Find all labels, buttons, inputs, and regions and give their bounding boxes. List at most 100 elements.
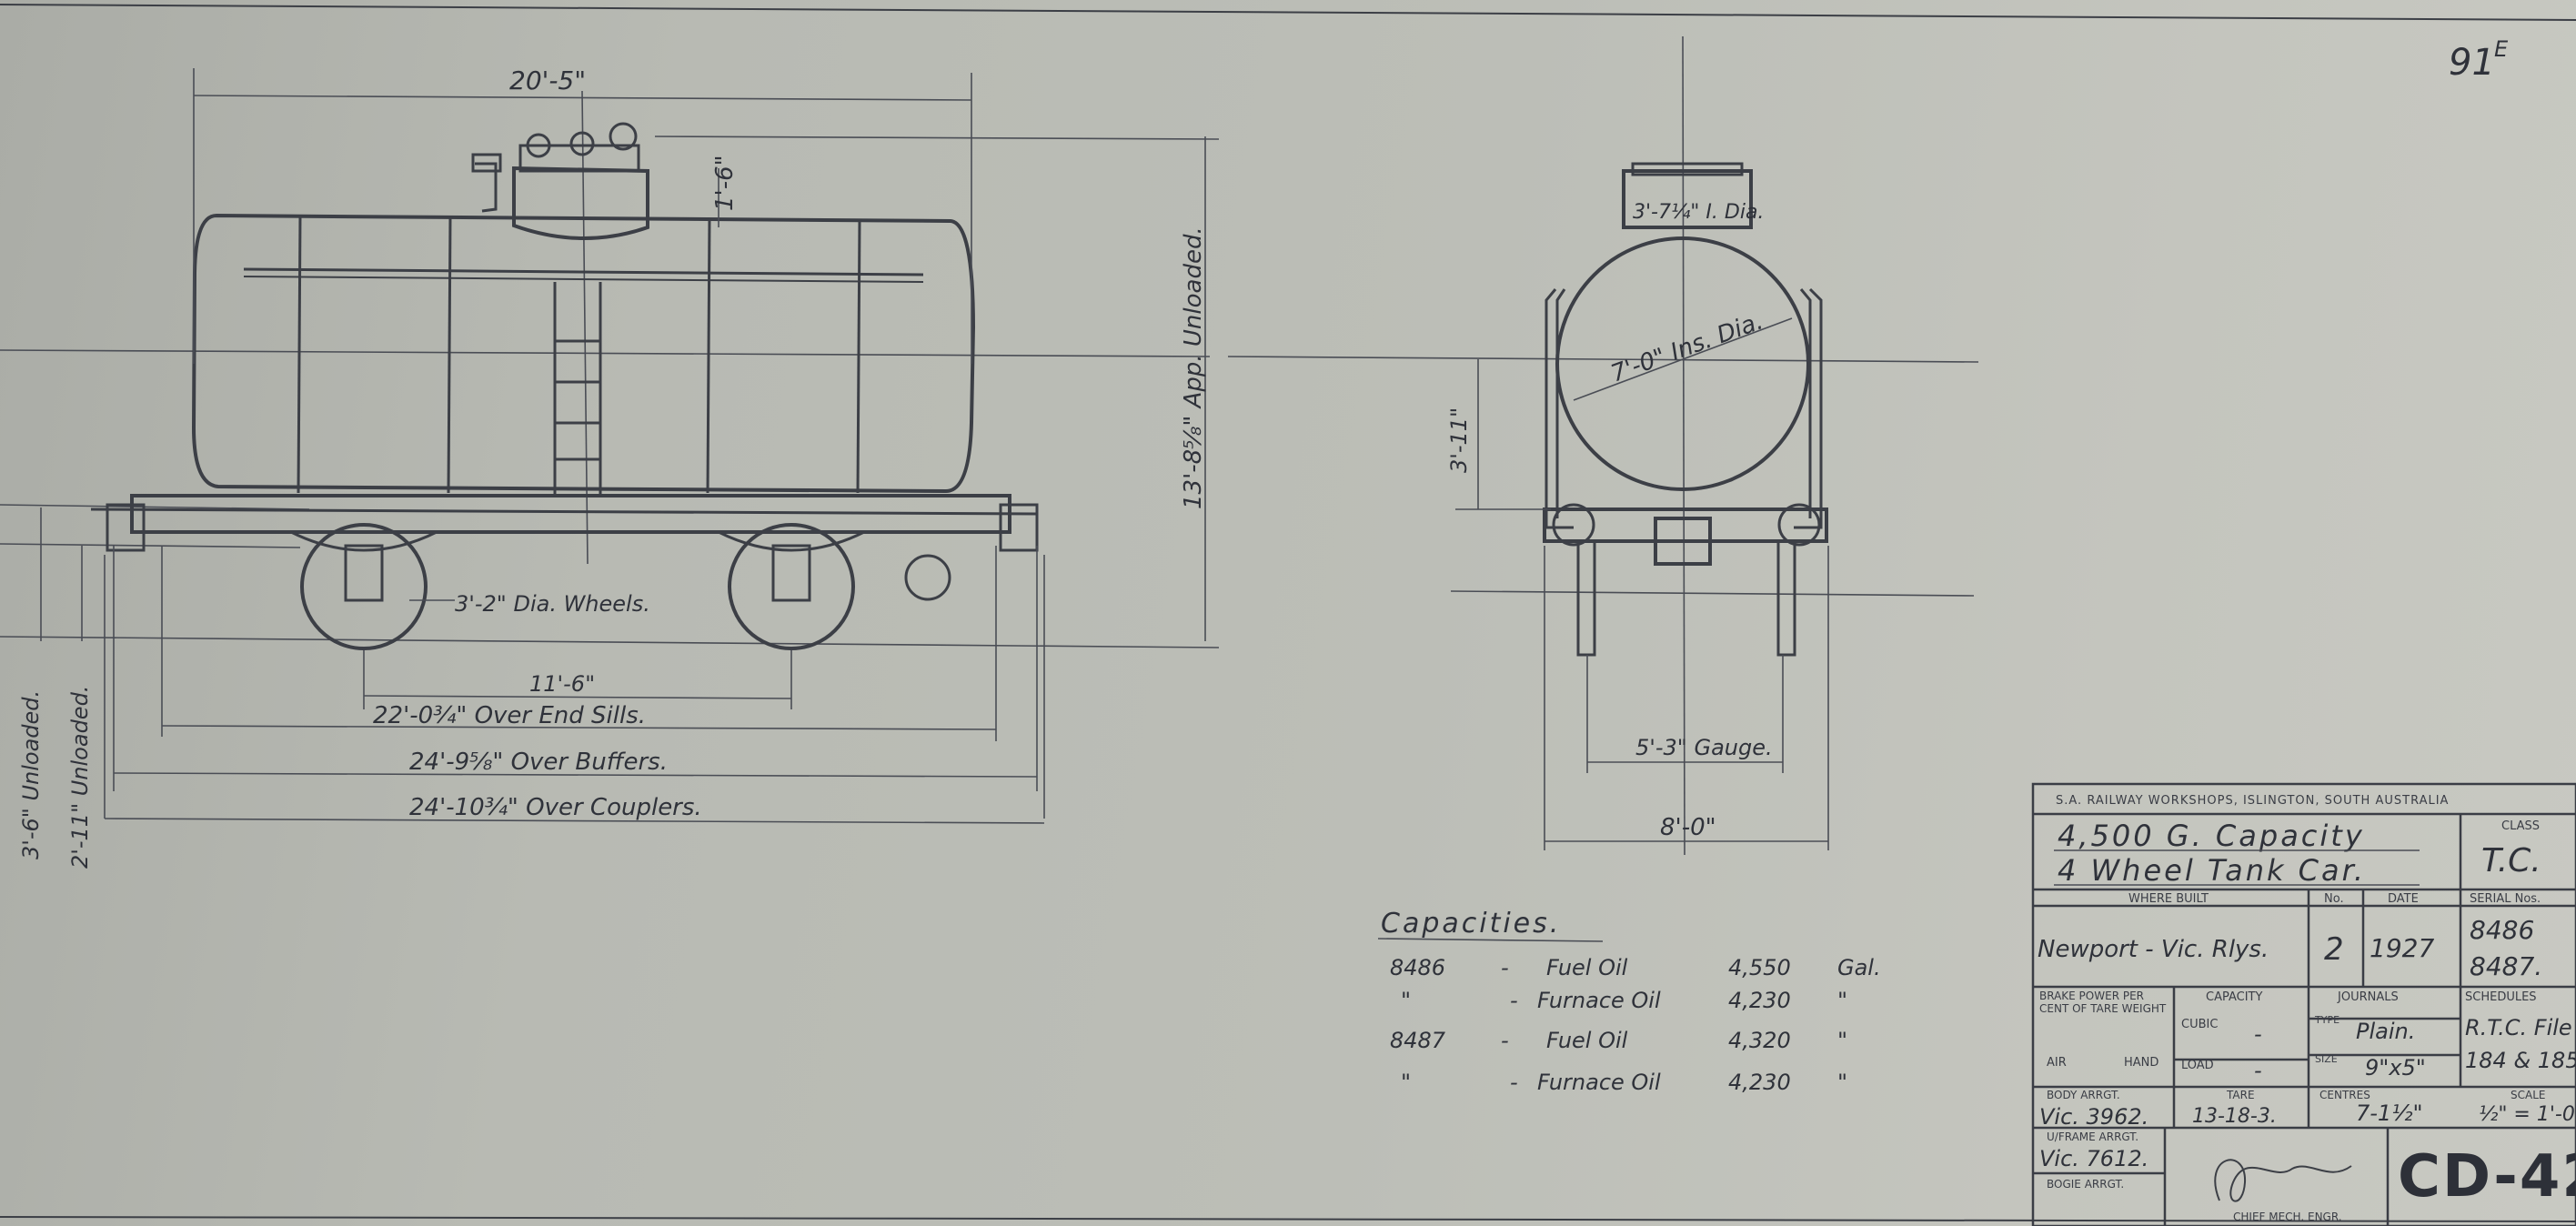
overall-height-dim: 13'-8⅝" App. Unloaded. xyxy=(1180,226,1207,509)
dome-height-dim: 1'-6" xyxy=(711,155,739,211)
capacity-row: 8487 - Fuel Oil 4,320 " xyxy=(1390,1028,1847,1053)
buffers-dim: 24'-9⅝" Over Buffers. xyxy=(409,749,668,776)
sheet-suffix: E xyxy=(2494,36,2509,62)
air-label: AIR xyxy=(2047,1056,2067,1070)
brake-power-label: BRAKE POWER PER CENT OF TARE WEIGHT xyxy=(2039,990,2167,1015)
right-buffer xyxy=(999,503,1039,552)
svg-text:Fuel Oil: Fuel Oil xyxy=(1546,955,1628,980)
svg-text:8486: 8486 xyxy=(1390,955,1445,980)
svg-text:-: - xyxy=(1501,955,1509,980)
ladder xyxy=(553,282,602,496)
end-buffer-beam xyxy=(1543,507,1828,543)
svg-text:-: - xyxy=(1501,1028,1509,1053)
end-sills-dim: 22'-0¾" Over End Sills. xyxy=(373,702,646,729)
schedule-2: 184 & 185. xyxy=(2465,1048,2576,1073)
schedules-label: SCHEDULES xyxy=(2465,990,2537,1004)
title-block: S.A. RAILWAY WORKSHOPS, ISLINGTON, SOUTH… xyxy=(2031,782,2576,1226)
rail-line xyxy=(0,636,1220,648)
build-date: 1927 xyxy=(2370,933,2434,963)
type-label: TYPE xyxy=(2314,1014,2340,1026)
vertical-centreline xyxy=(581,90,589,565)
where-built: Newport - Vic. Rlys. xyxy=(2038,936,2269,963)
left-wheel xyxy=(300,523,428,650)
where-built-label: WHERE BUILT xyxy=(2128,892,2209,906)
scale-label: SCALE xyxy=(2511,1089,2545,1101)
capacity-row: " - Furnace Oil 4,230 " xyxy=(1401,1070,1847,1095)
end-dome xyxy=(1622,169,1753,229)
tare-value: 13-18-3. xyxy=(2192,1105,2277,1128)
capacity-label: CAPACITY xyxy=(2206,990,2262,1004)
svg-text:4,550: 4,550 xyxy=(1728,955,1791,980)
svg-text:4,230: 4,230 xyxy=(1728,988,1791,1013)
drawing-number: CD-422 xyxy=(2398,1143,2576,1211)
journal-type: Plain. xyxy=(2356,1019,2415,1044)
centres-value: 7-1½" xyxy=(2356,1100,2423,1126)
load-value: - xyxy=(2254,1058,2262,1083)
dome-dia-dim: 3'-7¼" I. Dia. xyxy=(1633,201,1764,224)
wheelbase-dim: 11'-6" xyxy=(529,671,595,697)
svg-text:4,320: 4,320 xyxy=(1728,1028,1791,1053)
journals-label: JOURNALS xyxy=(2337,990,2399,1004)
tank-bands xyxy=(297,214,861,494)
coupler-height-line xyxy=(0,543,301,548)
svg-text:": " xyxy=(1401,1070,1411,1095)
left-buffer xyxy=(106,503,146,552)
couplers-dim: 24'-10¾" Over Couplers. xyxy=(409,794,702,821)
end-height-dim: 3'-11" xyxy=(1446,407,1472,473)
svg-text:Gal.: Gal. xyxy=(1837,955,1881,980)
uframe-label: U/FRAME ARRGT. xyxy=(2047,1131,2138,1143)
uframe-value: Vic. 7612. xyxy=(2039,1146,2148,1171)
tank-centreline xyxy=(0,349,1211,357)
svg-text:": " xyxy=(1837,988,1847,1013)
capacities-heading: Capacities. xyxy=(1381,908,1561,940)
serial-label: SERIAL Nos. xyxy=(2470,892,2541,906)
svg-text:Furnace Oil: Furnace Oil xyxy=(1537,988,1661,1013)
chief-engineer-signature xyxy=(2214,1159,2352,1202)
gauge-dim: 5'-3" Gauge. xyxy=(1635,735,1773,760)
svg-text:": " xyxy=(1837,1028,1847,1053)
dome xyxy=(512,166,649,240)
coupler-height-dim: 2'-11" Unloaded. xyxy=(67,686,93,869)
buffer-height-dim: 3'-6" Unloaded. xyxy=(18,690,44,859)
end-view: 3'-7¼" I. Dia. 7'-0" Ins. Dia. 3'-11" 5'… xyxy=(1227,35,1979,856)
svg-text:-: - xyxy=(1510,988,1518,1013)
body-arrgt-label: BODY ARRGT. xyxy=(2047,1089,2120,1101)
tank-dia-dim: 7'-0" Ins. Dia. xyxy=(1607,307,1766,387)
svg-text:Fuel Oil: Fuel Oil xyxy=(1546,1028,1628,1053)
workshop-header: S.A. RAILWAY WORKSHOPS, ISLINGTON, SOUTH… xyxy=(2056,794,2449,808)
handrail xyxy=(243,267,924,276)
capacity-row: 8486 - Fuel Oil 4,550 Gal. xyxy=(1390,955,1881,980)
svg-text:": " xyxy=(1401,988,1411,1013)
cubic-value: - xyxy=(2254,1021,2262,1047)
svg-text:Furnace Oil: Furnace Oil xyxy=(1537,1070,1661,1095)
bogie-label: BOGIE ARRGT. xyxy=(2047,1178,2124,1191)
vent-pipe xyxy=(475,162,498,213)
drawing-title-1: 4,500 G. Capacity xyxy=(2058,819,2365,853)
date-label: DATE xyxy=(2388,892,2419,906)
svg-text:": " xyxy=(1837,1070,1847,1095)
drawing-title-2: 4 Wheel Tank Car. xyxy=(2058,853,2366,888)
no-label: No. xyxy=(2324,892,2344,906)
class-value: T.C. xyxy=(2481,842,2541,879)
capacities-table: Capacities. 8486 - Fuel Oil 4,550 Gal. "… xyxy=(1377,908,1881,1095)
right-wheel xyxy=(728,523,855,650)
centres-label: CENTRES xyxy=(2319,1089,2370,1101)
serial-2: 8487. xyxy=(2470,951,2542,981)
wheel-note: 3'-2" Dia. Wheels. xyxy=(455,591,650,617)
size-label: SIZE xyxy=(2315,1053,2338,1065)
overall-length-dim: 20'-5" xyxy=(509,65,586,95)
schedule-1: R.T.C. File xyxy=(2465,1015,2572,1040)
sheet-number: 91 xyxy=(2449,42,2495,84)
hand-label: HAND xyxy=(2124,1056,2158,1070)
right-spring xyxy=(718,530,865,552)
buffer-height-line xyxy=(0,504,310,510)
left-spring xyxy=(290,530,438,552)
sheet-border-top xyxy=(0,4,2576,21)
load-label: LOAD xyxy=(2181,1059,2214,1072)
svg-text:4,230: 4,230 xyxy=(1728,1070,1791,1095)
capacity-row: " - Furnace Oil 4,230 " xyxy=(1401,988,1847,1013)
scale-value: ½" = 1'-0" xyxy=(2479,1103,2576,1126)
svg-text:8487: 8487 xyxy=(1390,1028,1446,1053)
